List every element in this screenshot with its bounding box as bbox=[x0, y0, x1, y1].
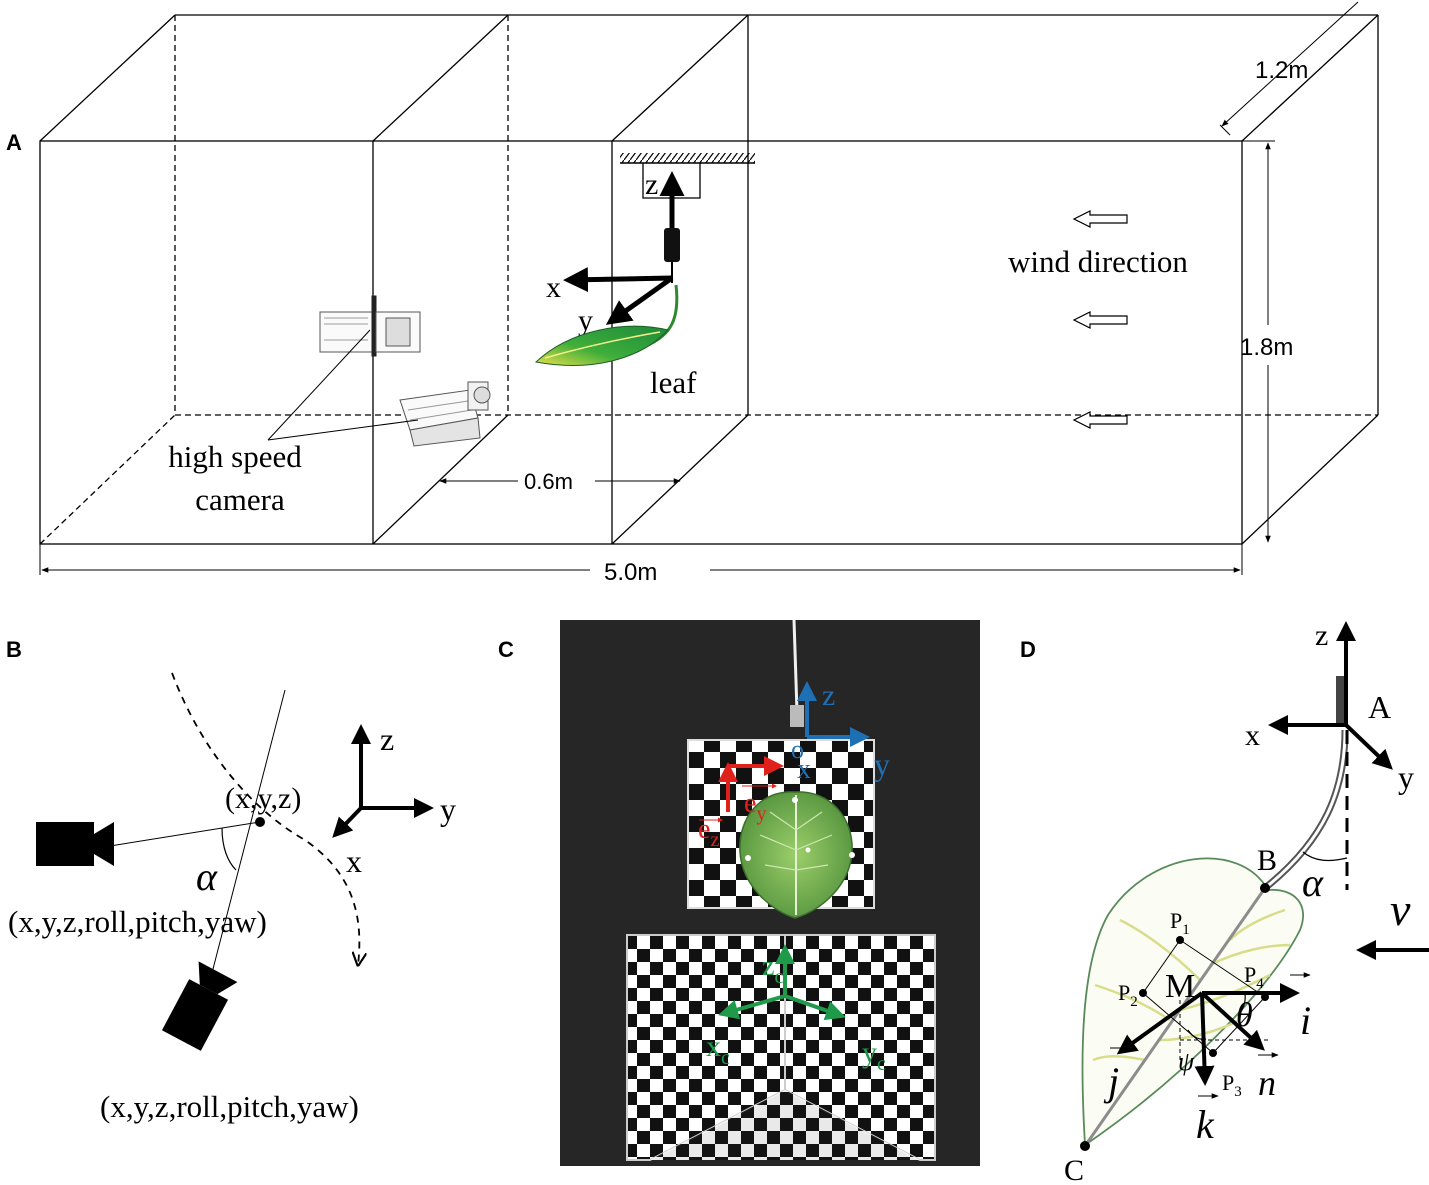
camera-label-line1: high speed bbox=[168, 439, 302, 474]
right-checkerboard bbox=[784, 934, 936, 1161]
point-a-label: A bbox=[1368, 689, 1391, 725]
vector-i-label: i bbox=[1300, 998, 1311, 1043]
floor-checkerboard bbox=[650, 1090, 920, 1160]
dimension-depth-label: 1.2m bbox=[1255, 57, 1308, 84]
camera-front-icon bbox=[399, 381, 491, 447]
clip bbox=[790, 705, 804, 727]
axis-z-label-b: z bbox=[380, 721, 394, 757]
wind-arrows bbox=[1072, 210, 1128, 429]
wind-arrow-icon bbox=[1072, 311, 1128, 329]
camera-icon bbox=[161, 961, 238, 1051]
point-m-label: M bbox=[1165, 968, 1195, 1005]
angle-arc bbox=[221, 827, 237, 871]
panel-d-label: D bbox=[1020, 637, 1036, 662]
camera-back-icon bbox=[319, 295, 421, 357]
point-b-label: B bbox=[1257, 844, 1277, 877]
vector-k-label: k bbox=[1196, 1102, 1215, 1147]
xc-label: xc bbox=[706, 1030, 730, 1069]
alpha-label-d: α bbox=[1302, 860, 1324, 905]
world-axes: z y o x bbox=[791, 679, 890, 785]
world-x-label: x bbox=[797, 754, 811, 785]
hanging-string bbox=[792, 619, 799, 713]
pose-label-1: (x,y,z,roll,pitch,yaw) bbox=[8, 904, 267, 939]
view-line-2 bbox=[204, 689, 286, 1001]
axes-d: z x y A bbox=[1245, 619, 1414, 795]
panel-d: D z x y A bbox=[1020, 619, 1429, 1185]
panel-c-label: C bbox=[498, 637, 514, 662]
point-b bbox=[1260, 883, 1270, 893]
mount-rod bbox=[1336, 676, 1346, 726]
panel-c: C z y o x ey bbox=[498, 619, 980, 1166]
leaf-axes: ey ez bbox=[698, 756, 784, 851]
dimension-height-label: 1.8m bbox=[1240, 334, 1293, 361]
pose-label-2: (x,y,z,roll,pitch,yaw) bbox=[100, 1089, 359, 1124]
world-origin-label: o bbox=[791, 735, 804, 764]
panel-a-label: A bbox=[6, 130, 22, 155]
local-vectors bbox=[1116, 983, 1300, 1086]
theta-label: θ bbox=[1236, 997, 1253, 1034]
panel-b-label: B bbox=[6, 637, 22, 662]
camera-axes: zc xc yc bbox=[706, 944, 886, 1075]
dimension-depth: 1.2m bbox=[1219, 1, 1359, 136]
dimension-length-label: 5.0m bbox=[604, 559, 657, 586]
point-c-label: C bbox=[1064, 1154, 1084, 1185]
wind-tunnel-box bbox=[39, 14, 1379, 545]
axis-x-label-a: x bbox=[546, 271, 561, 304]
dimension-spacing-label: 0.6m bbox=[524, 469, 573, 494]
wind-arrow-icon bbox=[1072, 411, 1128, 429]
wind-arrow-icon bbox=[1072, 210, 1128, 228]
dimension-length: 5.0m bbox=[39, 544, 1243, 586]
ez-label: ez bbox=[698, 814, 719, 851]
leaf-label: leaf bbox=[650, 365, 697, 400]
camera-icon bbox=[36, 822, 114, 866]
leaf-mount: z x y leaf bbox=[534, 153, 755, 400]
p4-label: P4 bbox=[1244, 962, 1264, 992]
dimension-spacing: 0.6m bbox=[439, 469, 681, 494]
axis-x-label-b: x bbox=[346, 843, 362, 879]
view-line-1 bbox=[109, 821, 261, 847]
psi-label: ψ bbox=[1178, 1047, 1195, 1076]
p3-label: P3 bbox=[1222, 1070, 1242, 1100]
leaf-icon bbox=[534, 325, 669, 366]
angle-alpha-label: α bbox=[196, 854, 218, 899]
vector-j-label: j bbox=[1103, 1059, 1119, 1104]
p2-label: P2 bbox=[1118, 980, 1138, 1010]
axis-y-label-a: y bbox=[578, 304, 593, 337]
velocity-label: v bbox=[1390, 884, 1411, 935]
axis-y-label-b: y bbox=[440, 791, 456, 827]
wind-label: wind direction bbox=[1008, 244, 1188, 279]
yc-label: yc bbox=[862, 1036, 886, 1075]
leaf-midrib bbox=[1083, 887, 1267, 1147]
world-y-label: y bbox=[874, 746, 890, 782]
axis-z-label-d: z bbox=[1315, 619, 1328, 652]
axis-z-label-a: z bbox=[645, 168, 658, 201]
axis-x-label-d: x bbox=[1245, 719, 1260, 752]
dimension-height: 1.8m bbox=[1240, 140, 1293, 543]
panel-a: A bbox=[6, 1, 1379, 586]
tracked-point bbox=[255, 817, 265, 827]
camera-label-line2: camera bbox=[195, 482, 285, 517]
vector-n-label: n bbox=[1258, 1063, 1276, 1103]
world-z-label: z bbox=[822, 679, 835, 712]
ey-label: ey bbox=[744, 788, 766, 825]
axes-b: z y x bbox=[332, 721, 456, 879]
axis-y-label-d: y bbox=[1398, 759, 1414, 795]
point-label: (x,y,z) bbox=[225, 782, 301, 815]
panel-b: B α z y x (x,y,z) (x,y,z,roll,pi bbox=[6, 637, 456, 1124]
point-c bbox=[1080, 1141, 1090, 1151]
p1-label: P1 bbox=[1170, 908, 1190, 938]
zc-label: zc bbox=[762, 951, 783, 988]
